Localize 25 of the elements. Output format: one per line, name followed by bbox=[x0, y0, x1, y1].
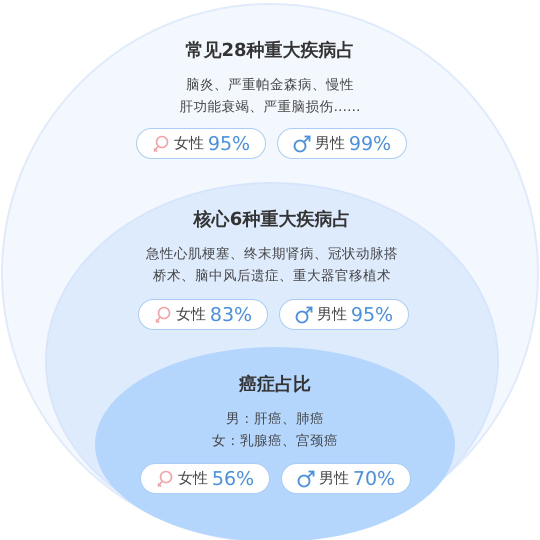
percentage-value: 70% bbox=[352, 468, 396, 490]
stat-pill bbox=[281, 463, 411, 494]
stat-pill bbox=[138, 299, 268, 330]
description: 女：乳腺癌、宫颈癌 bbox=[211, 432, 339, 451]
gender-label: 女性 bbox=[178, 469, 208, 488]
gender-label: 女性 bbox=[174, 134, 204, 153]
description: 急性心肌梗塞、终末期肾病、冠状动脉搭桥术、脑中风后遗症、重大器官移植术 bbox=[145, 245, 399, 286]
percentage-value: 83% bbox=[210, 304, 252, 326]
stat-pill bbox=[279, 299, 409, 330]
description: 脑炎、严重帕金森病、慢性肝功能衰竭、严重脑损伤…… bbox=[178, 76, 362, 117]
gender-label: 男性 bbox=[314, 134, 345, 153]
percentage-value: 56% bbox=[212, 468, 254, 490]
stat-pill bbox=[136, 128, 266, 159]
stat-pill bbox=[140, 463, 270, 494]
heading: 核心6种重大疾病占 bbox=[192, 209, 352, 231]
stat-pill bbox=[277, 128, 407, 159]
heading: 癌症占比 bbox=[238, 374, 312, 396]
description: 男：肝癌、肺癌 bbox=[225, 410, 325, 429]
gender-label: 男性 bbox=[318, 469, 349, 488]
percentage-value: 95% bbox=[208, 132, 250, 154]
percentage-value: 95% bbox=[350, 304, 394, 326]
percentage-value: 99% bbox=[348, 132, 392, 154]
gender-label: 女性 bbox=[176, 305, 206, 324]
heading: 常见28种重大疾病占 bbox=[184, 40, 356, 62]
gender-label: 男性 bbox=[316, 305, 347, 324]
